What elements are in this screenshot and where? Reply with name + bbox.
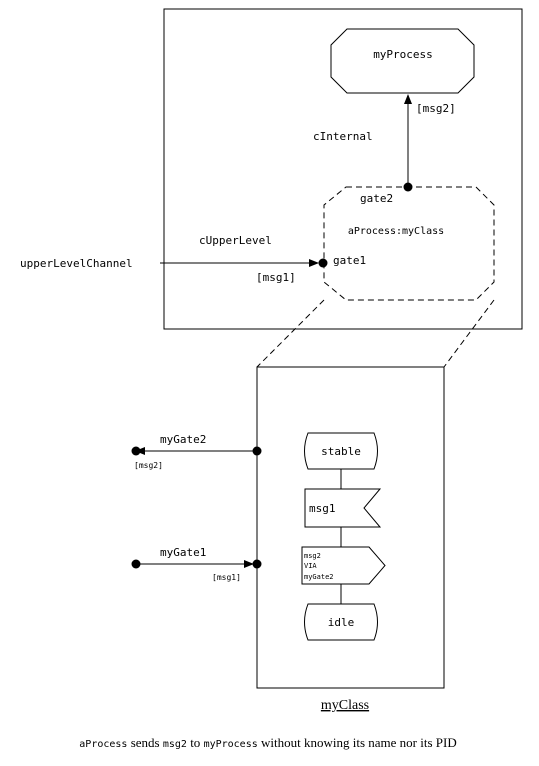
process-myprocess	[330, 28, 475, 94]
channel-cinternal-label: cInternal	[313, 130, 373, 143]
mygate2-signal: [msg2]	[134, 461, 163, 470]
block-frame	[163, 8, 523, 330]
state-idle-label: idle	[328, 616, 355, 629]
state-idle	[304, 603, 378, 641]
mygate2-dot-outer	[131, 446, 141, 456]
mygate2-label: myGate2	[160, 433, 206, 446]
process-instance-aprocess	[323, 186, 495, 301]
channel-cupperlevel-label: cUpperLevel	[199, 234, 272, 247]
process-instance-label: aProcess:myClass	[348, 226, 444, 237]
gate2-dot	[403, 182, 413, 192]
caption-msg2: msg2	[163, 739, 187, 750]
class-frame	[256, 366, 445, 689]
channel-cupperlevel-signal: [msg1]	[256, 271, 296, 284]
mygate1-signal: [msg1]	[212, 573, 241, 582]
mygate2-dot-inner	[252, 446, 262, 456]
state-stable-label: stable	[321, 445, 361, 458]
output-line-2: VIA	[304, 562, 317, 570]
input-msg1	[304, 488, 382, 528]
zoom-line-left	[256, 299, 325, 368]
upper-level-channel-label: upperLevelChannel	[20, 257, 133, 270]
gate2-label: gate2	[360, 192, 393, 205]
mygate1-label: myGate1	[160, 546, 206, 559]
mygate1-dot-outer	[131, 559, 141, 569]
caption-text-1: sends	[127, 735, 162, 750]
output-msg2	[301, 546, 386, 585]
caption: aProcess sends msg2 to myProcess without…	[79, 735, 456, 750]
class-title: myClass	[321, 698, 369, 713]
zoom-line-right	[443, 299, 495, 368]
gate1-dot	[318, 258, 328, 268]
caption-myprocess: myProcess	[204, 739, 258, 750]
caption-text-2: to	[187, 735, 204, 750]
output-line-1: msg2	[304, 552, 321, 560]
caption-text-3: without knowing its name nor its PID	[258, 735, 457, 750]
channel-cinternal-signal: [msg2]	[416, 102, 456, 115]
mygate1-dot-inner	[252, 559, 262, 569]
process-myprocess-label: myProcess	[373, 48, 433, 61]
caption-aprocess: aProcess	[79, 739, 127, 750]
state-stable	[304, 432, 378, 470]
gate1-label: gate1	[333, 254, 366, 267]
input-msg1-label: msg1	[309, 502, 336, 515]
output-line-3: myGate2	[304, 573, 334, 581]
